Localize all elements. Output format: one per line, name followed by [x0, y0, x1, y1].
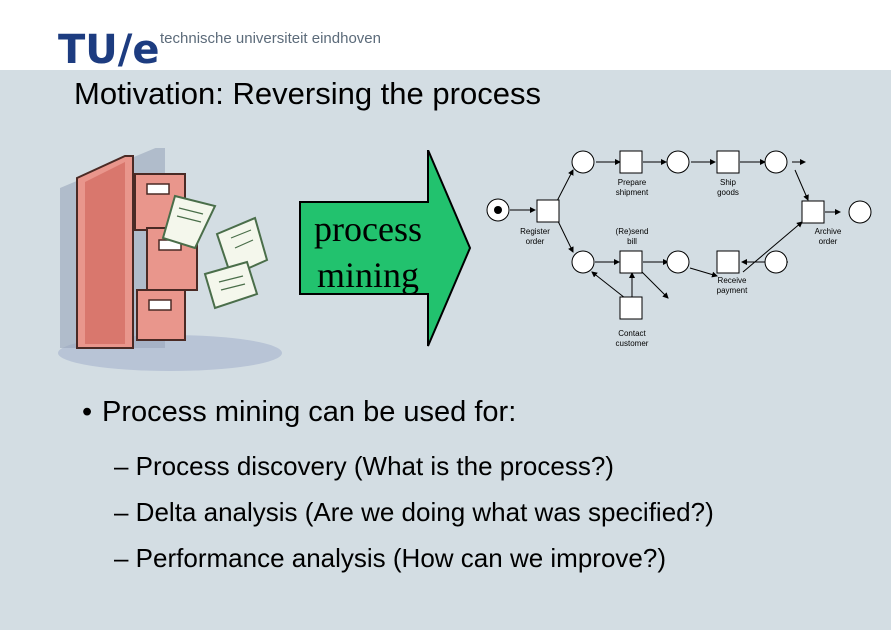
filing-cabinet-illustration: [58, 148, 282, 371]
petri-net-diagram: [486, 150, 872, 320]
arrow-label: process mining: [303, 206, 433, 298]
bullet-item: • Process mining can be used for:: [82, 396, 516, 429]
label-resend-bill: (Re)send bill: [615, 227, 649, 246]
label-receive-payment: Receive payment: [716, 276, 748, 295]
token-dot: [494, 206, 502, 214]
arrow-label-line2: mining: [316, 255, 419, 295]
subitem-delta-analysis: – Delta analysis (Are we doing what was …: [114, 497, 714, 527]
university-name: technische universiteit eindhoven: [160, 30, 381, 47]
bullet-marker: •: [82, 396, 93, 428]
label-archive-order: Archive order: [814, 227, 842, 246]
process-mining-arrow: [299, 150, 472, 347]
label-prepare-shipment: Prepare shipment: [615, 178, 649, 197]
subitem-performance-analysis: – Performance analysis (How can we impro…: [114, 543, 666, 573]
bullet-text: Process mining can be used for:: [102, 396, 517, 428]
subitem-process-discovery: – Process discovery (What is the process…: [114, 451, 614, 481]
label-contact-customer: Contact customer: [615, 329, 649, 348]
tue-logo: TU/e: [58, 27, 160, 73]
label-register-order: Register order: [520, 227, 550, 246]
header-bar: [0, 0, 891, 70]
arrow-label-line1: process: [314, 209, 422, 249]
slide-title: Motivation: Reversing the process: [74, 76, 541, 111]
label-ship-goods: Ship goods: [717, 178, 739, 197]
